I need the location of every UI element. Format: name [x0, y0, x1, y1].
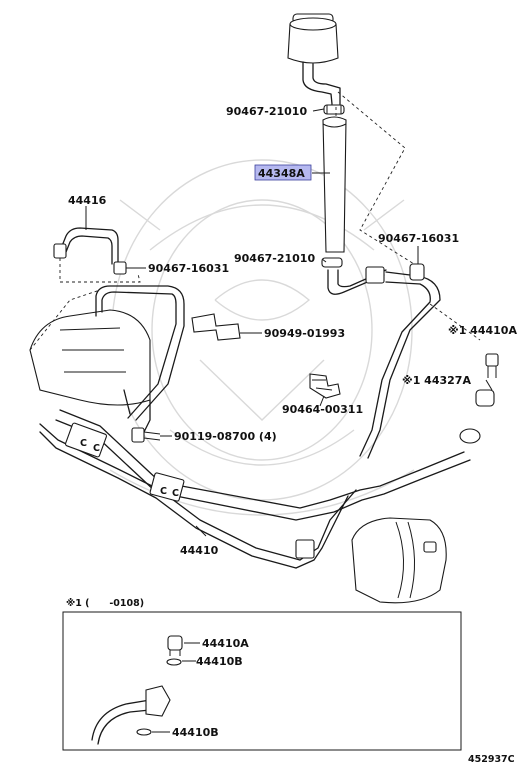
power-steering-pump — [351, 517, 447, 604]
callout-44327a: ※1 44327A — [402, 374, 471, 387]
svg-text:C: C — [160, 486, 167, 497]
pressure-lines-44410 — [39, 285, 471, 569]
clamp-90464-00311 — [309, 373, 341, 399]
callouts: 90467-21010 44348A 44416 90467-16031 904… — [68, 105, 517, 557]
bolt-90119-08700 — [131, 427, 161, 443]
brackets: C C C C — [64, 422, 315, 559]
highlight-44348a — [254, 164, 312, 181]
callout-90949-01993: 90949-01993 — [264, 327, 345, 340]
callout-44416: 44416 — [68, 194, 107, 207]
svg-text:C: C — [172, 488, 179, 499]
inset-union-bolt — [167, 635, 183, 651]
callout-90467-16031-right: 90467-16031 — [378, 232, 459, 245]
return-hose-44348a — [322, 116, 347, 253]
callout-44348a: 44348A — [258, 167, 305, 180]
callout-90467-21010-bot: 90467-21010 — [234, 252, 315, 265]
inset-panel: ※1 ( -0108) 44410A 44410B 44410B — [62, 598, 462, 751]
pressure-pipe-44416 — [53, 227, 141, 283]
callout-90467-21010-top: 90467-21010 — [226, 105, 307, 118]
watermark-emblem — [109, 159, 415, 516]
clamp-top — [323, 104, 345, 115]
callout-90119-08700: 90119-08700 (4) — [174, 430, 277, 443]
svg-text:C: C — [80, 438, 87, 449]
svg-text:C: C — [93, 443, 100, 454]
clamp-90949-01993 — [191, 313, 241, 341]
inset-gasket-2 — [136, 728, 152, 736]
callout-90464-00311: 90464-00311 — [282, 403, 363, 416]
inset-fitting — [145, 685, 171, 717]
clamp-right — [409, 263, 425, 281]
clamp-bottom — [321, 257, 343, 268]
inset-header: ※1 ( -0108) — [66, 598, 144, 609]
inset-label-44410a: 44410A — [202, 637, 249, 650]
callout-leaders — [85, 108, 419, 537]
inset-gasket-1 — [166, 658, 182, 666]
inset-label-44410b-2: 44410B — [172, 726, 219, 739]
union-bolt-right — [459, 353, 499, 444]
diagram-code: 452937C — [468, 754, 515, 765]
reservoir-tank — [287, 13, 341, 105]
callout-44410: 44410 — [180, 544, 219, 557]
steering-gear — [29, 289, 151, 406]
callout-44410a: ※1 44410A — [448, 324, 517, 337]
leader-lines — [335, 91, 481, 341]
callout-90467-16031-left: 90467-16031 — [148, 262, 229, 275]
inset-label-44410b-1: 44410B — [196, 655, 243, 668]
